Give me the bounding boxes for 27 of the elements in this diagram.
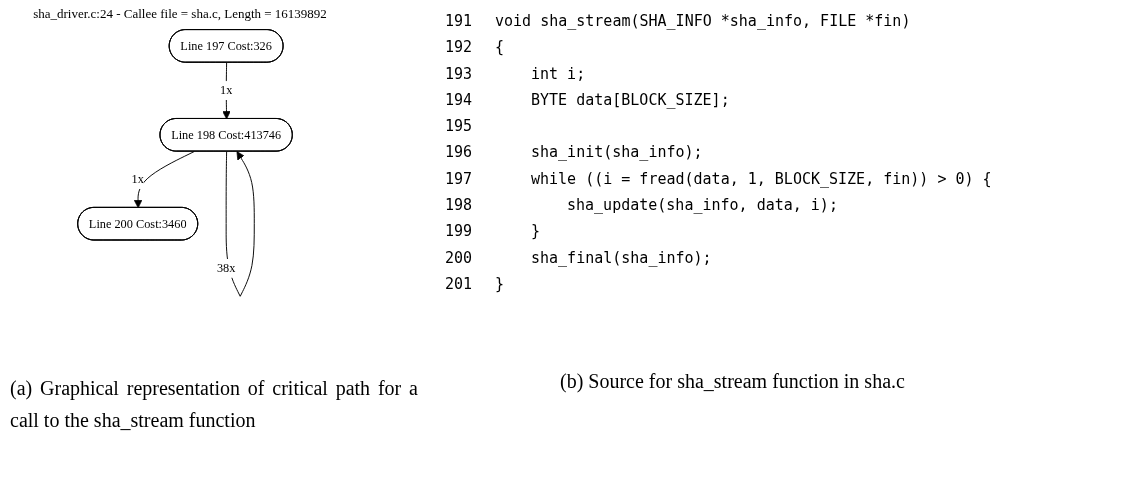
line-number: 192 <box>445 37 473 59</box>
code-line: sha_final(sha_info); <box>531 247 712 269</box>
line-number: 199 <box>445 221 473 243</box>
code-line: BYTE data[BLOCK_SIZE]; <box>531 89 730 111</box>
graph-title: sha_driver.c:24 - Callee file = sha.c, Length = 16139892 <box>32 6 328 22</box>
line-number: 191 <box>445 11 473 32</box>
caption: (b) Source for sha_stream function in sha.c <box>560 369 906 395</box>
line-number: 195 <box>445 116 473 138</box>
code-line: sha_update(sha_info, data, i); <box>567 195 838 217</box>
line-number: 194 <box>445 89 473 111</box>
code-line: sha_init(sha_info); <box>531 142 703 164</box>
code-line: int i; <box>531 63 586 85</box>
code-line: while ((i = fread(data, 1, BLOCK_SIZE, fin)) > 0) { <box>531 168 992 190</box>
line-number: 201 <box>445 273 473 295</box>
code-line: void sha_stream(SHA_INFO *sha_info, FILE *fin) <box>495 11 911 32</box>
edge-label: 1x <box>219 83 233 98</box>
line-number: 197 <box>445 168 473 190</box>
line-number: 198 <box>445 195 473 217</box>
edge-label: 38x <box>216 260 236 276</box>
code-line: } <box>531 221 541 243</box>
code-line: { <box>495 37 505 59</box>
line-number: 196 <box>445 142 473 164</box>
caption: (a) Graphical representation of critical path for a call to the sha_stream function <box>10 376 418 433</box>
line-number: 200 <box>445 247 473 269</box>
edge-label: 1x <box>131 171 144 187</box>
line-number: 193 <box>445 63 473 85</box>
code-line: } <box>495 273 505 295</box>
